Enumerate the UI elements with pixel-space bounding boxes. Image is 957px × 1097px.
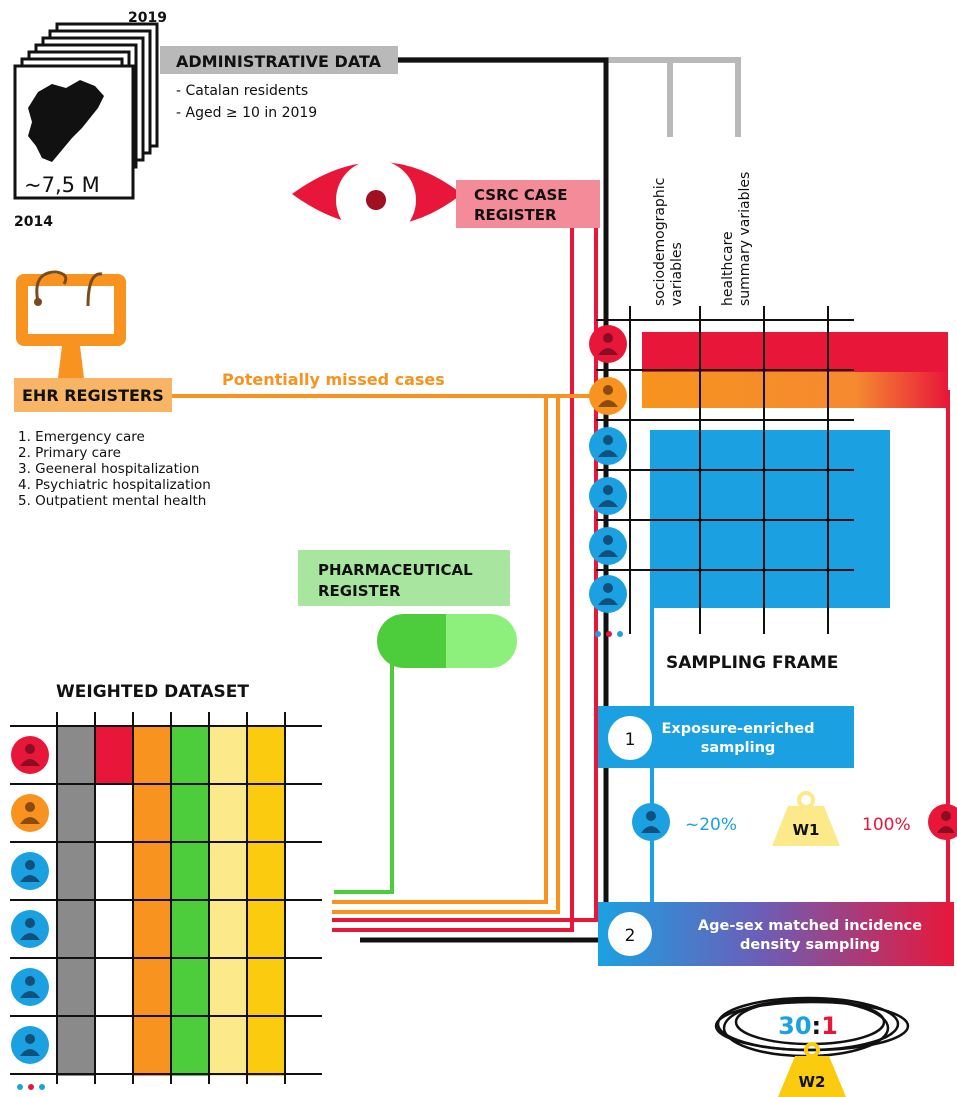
ehr-title-box: [14, 378, 172, 412]
eye-icon: [292, 160, 462, 240]
csrc-title-line2: REGISTER: [474, 206, 557, 224]
ehr-item-5: 5. Outpatient mental health: [18, 493, 206, 509]
weight-w2-label: W2: [799, 1073, 826, 1091]
orange-ehr-line-3: [332, 396, 548, 904]
person-icon-control: [11, 968, 49, 1006]
admin-criteria-1: - Catalan residents: [176, 83, 308, 99]
admin-criteria-2: - Aged ≥ 10 in 2019: [176, 105, 317, 121]
socio-label-line1: sociodemographic: [652, 178, 668, 306]
health-label-line1: healthcare: [720, 231, 736, 306]
red-csrc-line-1: [332, 182, 598, 922]
ehr-title: EHR REGISTERS: [22, 386, 164, 405]
weighted-dataset-grid: [10, 712, 322, 1084]
weight-w2-icon: [778, 1042, 846, 1097]
catalonia-map-icon: [28, 80, 104, 162]
ehr-item-4: 4. Psychiatric hospitalization: [18, 477, 211, 493]
person-icon-case-sampled: [928, 804, 957, 840]
person-icon-case: [11, 736, 49, 774]
person-icon-control-sampled: [632, 803, 670, 841]
person-icon-control: [11, 910, 49, 948]
step1-number: 1: [625, 730, 636, 750]
admin-title: ADMINISTRATIVE DATA: [176, 52, 382, 71]
ehr-item-2: 2. Primary care: [18, 445, 121, 461]
csrc-title-box: [456, 180, 600, 228]
person-icon-control: [589, 575, 627, 613]
step2-label-line1: Age-sex matched incidence: [698, 918, 922, 934]
frame-person-icons: [589, 325, 627, 637]
orange-ehr-line-2: [332, 396, 560, 914]
ehr-item-1: 1. Emergency care: [18, 429, 145, 445]
ellipsis-dots-icon: [595, 631, 623, 637]
weighted-person-icons: [11, 736, 49, 1090]
cases-percent: 100%: [862, 815, 911, 835]
weighted-dataset-title: WEIGHTED DATASET: [56, 682, 249, 702]
weight-w1-icon: [772, 791, 840, 846]
pharma-title-box: [298, 550, 510, 606]
person-icon-missed: [589, 377, 627, 415]
step2-number: 2: [625, 926, 636, 946]
step2-box: [598, 902, 954, 966]
frame-case-row-fill: [642, 332, 948, 372]
person-icon-control: [589, 427, 627, 465]
person-icon-missed: [11, 794, 49, 832]
pharma-title-line2: REGISTER: [318, 582, 401, 600]
population-count: ~7,5 M: [24, 173, 100, 197]
step1-number-circle: [608, 716, 652, 760]
csrc-title-line1: CSRC CASE: [474, 186, 568, 204]
person-icon-control: [589, 477, 627, 515]
green-pharma-line: [334, 660, 394, 894]
missed-cases-label: Potentially missed cases: [222, 370, 445, 389]
person-icon-control: [11, 1026, 49, 1064]
ehr-item-3: 3. Geeneral hospitalization: [18, 461, 199, 477]
pharma-title-line1: PHARMACEUTICAL: [318, 561, 473, 579]
frame-missed-row-fill: [642, 372, 948, 408]
step1-label-line2: sampling: [701, 740, 776, 756]
step1-label-line1: Exposure-enriched: [662, 721, 815, 737]
variable-labels: sociodemographic variables healthcare su…: [652, 172, 753, 306]
step2-number-circle: [608, 912, 652, 956]
person-icon-case: [589, 325, 627, 363]
weight-w1-label: W1: [793, 821, 820, 839]
controls-percent: ~20%: [685, 815, 737, 835]
ellipsis-dots-icon: [17, 1084, 45, 1090]
health-label-line2: summary variables: [737, 172, 753, 306]
ratio-value: 30:1: [778, 1012, 838, 1040]
red-csrc-line-2: [332, 225, 574, 932]
year-end-label: 2019: [128, 10, 167, 26]
socio-label-line2: variables: [669, 242, 685, 306]
step2-label-line2: density sampling: [740, 937, 880, 953]
gray-variables-line: [398, 57, 741, 137]
pill-icon: [377, 614, 517, 668]
sampling-frame-title: SAMPLING FRAME: [666, 653, 838, 673]
sampling-frame-grid: [596, 306, 854, 634]
admin-title-box: [160, 46, 398, 74]
person-icon-control: [589, 527, 627, 565]
year-start-label: 2014: [14, 214, 53, 230]
monitor-icon: [16, 270, 126, 378]
person-icon-control: [11, 852, 49, 890]
